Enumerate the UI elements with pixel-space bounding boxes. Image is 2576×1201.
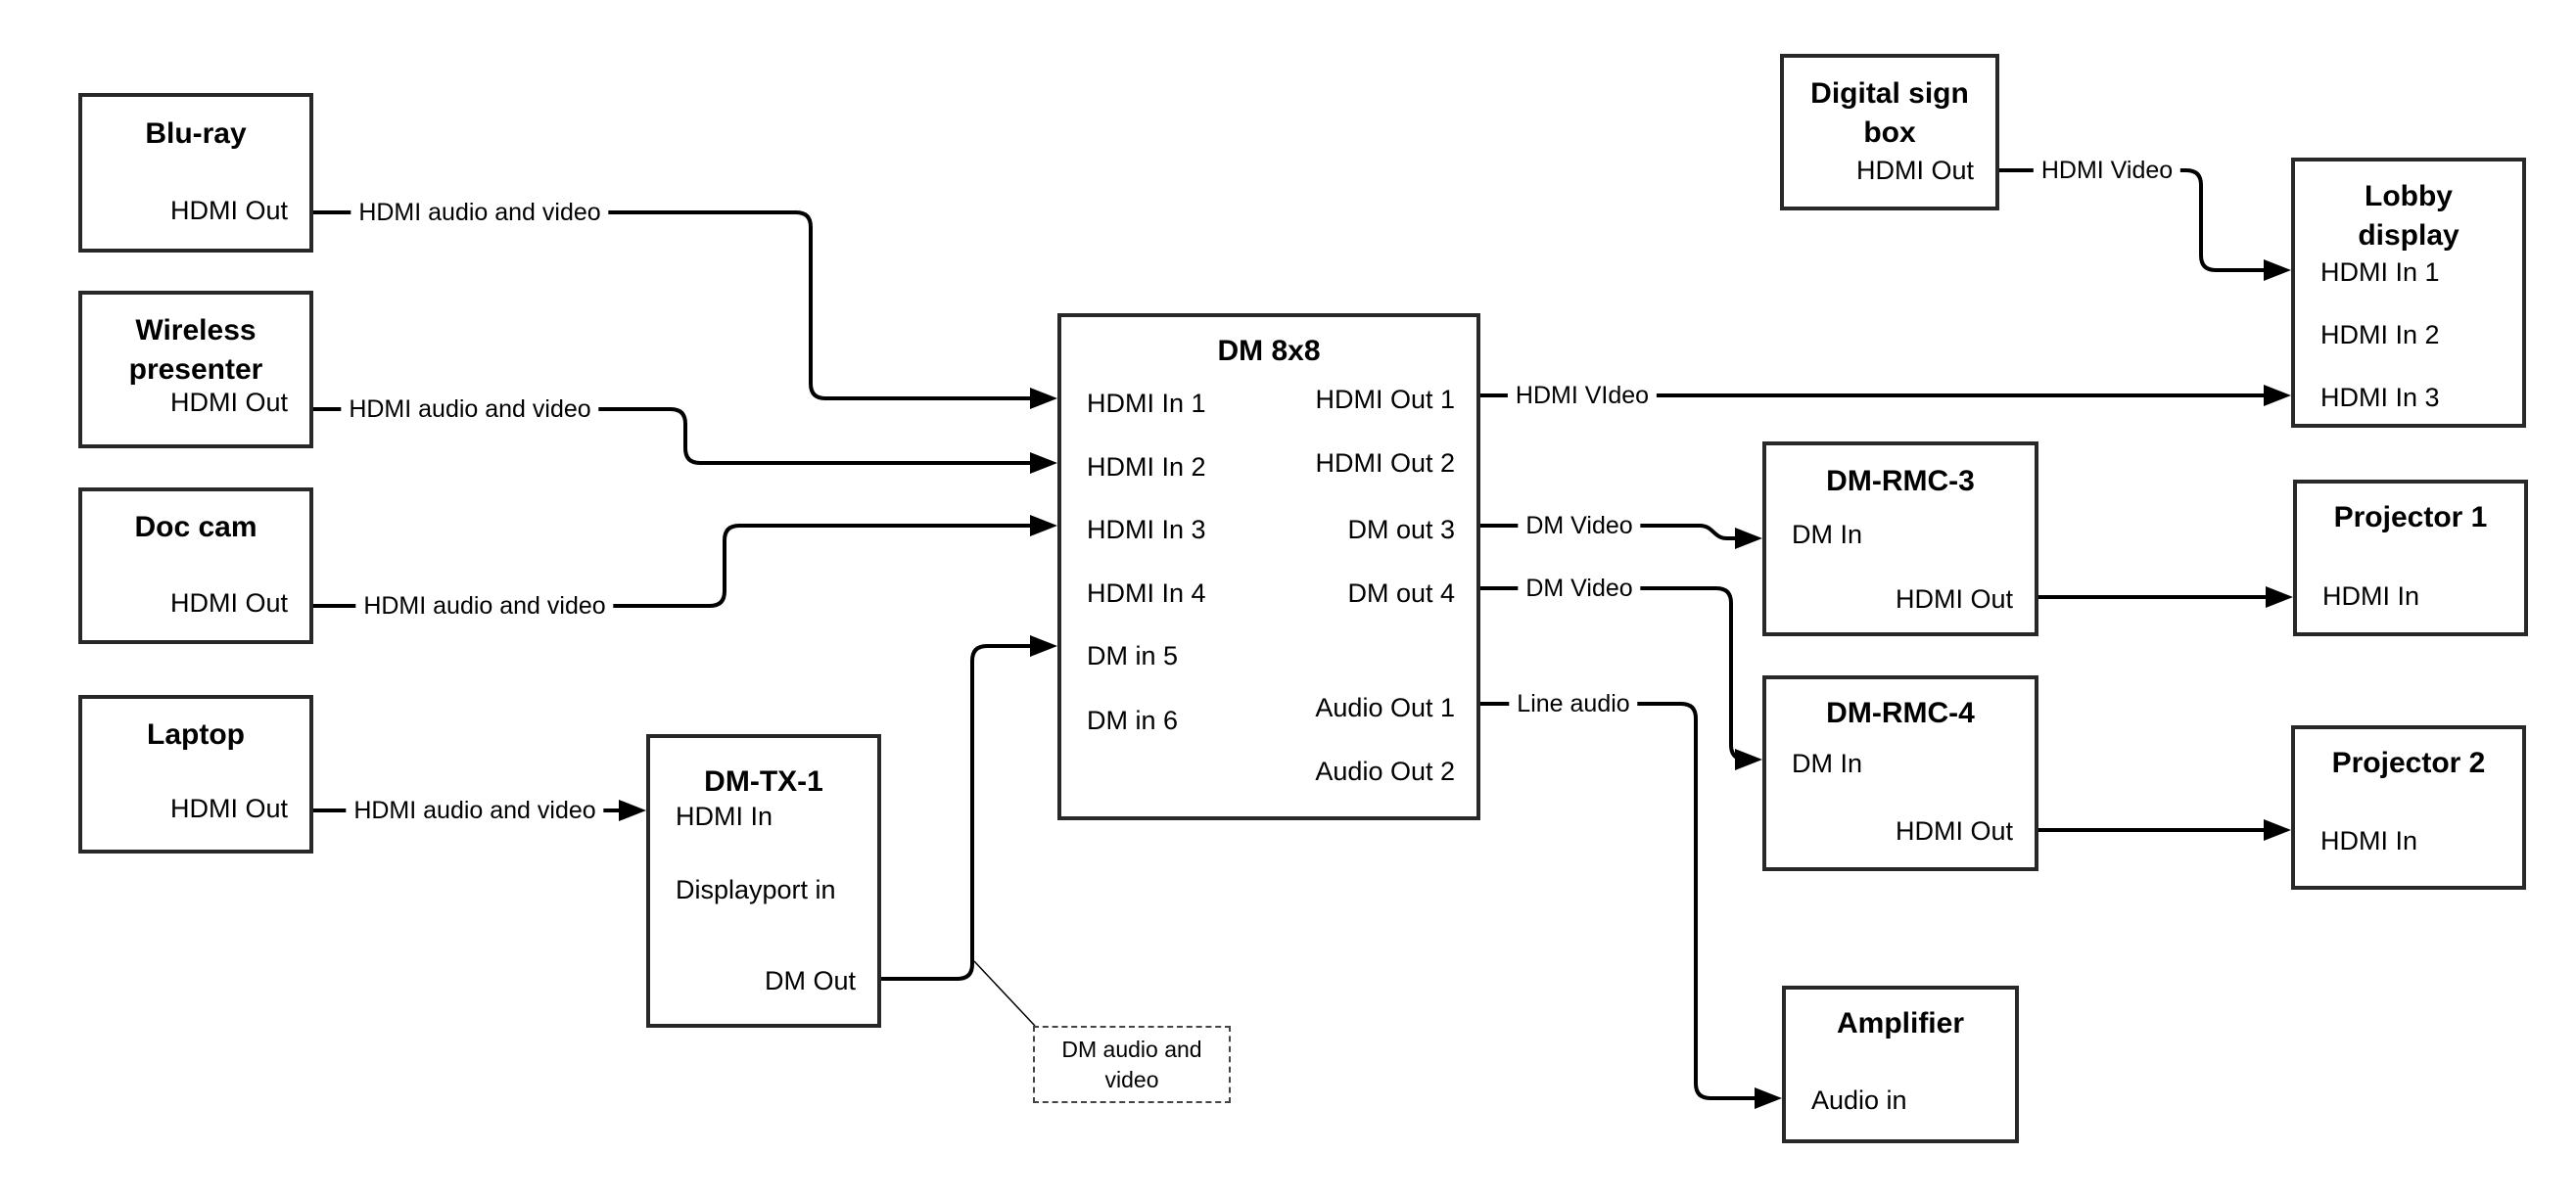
node-projector-2-port-hdmi-in: HDMI In — [2320, 826, 2418, 855]
node-lobby-display-port-hdmi-in-2: HDMI In 2 — [2320, 320, 2440, 349]
arrowhead-dmtx1-hdmi-in — [619, 800, 646, 821]
node-digital-sign-box-port-hdmi-out: HDMI Out — [1855, 156, 1974, 185]
node-bluray-port-hdmi-out: HDMI Out — [169, 196, 288, 225]
annotation-dm-audio-video-text: DM audio and video — [1061, 1036, 1202, 1092]
edge-dmout3-to-rmc3 — [1480, 524, 1741, 540]
edge-bluray-to-dm8x8 — [313, 210, 1036, 400]
edge-doccam-to-dm8x8 — [313, 524, 1036, 608]
arrowhead-rmc3-dm-in — [1735, 528, 1762, 549]
node-dm-8x8-port-dm-in-5: DM in 5 — [1087, 641, 1179, 670]
node-dm-8x8-port-audio-out-1: Audio Out 1 — [1315, 693, 1455, 722]
node-dm-8x8-port-hdmi-in-4: HDMI In 4 — [1087, 578, 1206, 608]
node-laptop: Laptop HDMI Out — [78, 695, 313, 854]
node-doc-cam: Doc cam HDMI Out — [78, 487, 313, 644]
node-dm-tx-1-port-dm-out: DM Out — [764, 966, 856, 995]
node-dm-8x8: DM 8x8 HDMI In 1 HDMI In 2 HDMI In 3 HDM… — [1057, 313, 1480, 820]
edge-wireless-to-dm8x8 — [313, 407, 1036, 465]
arrowhead-lobby-hdmi-in-3 — [2264, 385, 2291, 406]
node-projector-1: Projector 1 HDMI In — [2293, 480, 2528, 636]
edge-label-bluray-to-dm8x8: HDMI audio and video — [351, 198, 609, 227]
node-amplifier-port-audio-in: Audio in — [1811, 1086, 1907, 1115]
edge-label-audioout1-to-amp: Line audio — [1509, 689, 1638, 718]
arrowhead-proj2-hdmi-in — [2264, 819, 2291, 841]
node-dm-tx-1: DM-TX-1 HDMI In Displayport in DM Out — [646, 734, 881, 1028]
node-projector-2: Projector 2 HDMI In — [2291, 725, 2526, 890]
edge-label-doccam-to-dm8x8: HDMI audio and video — [355, 591, 614, 621]
node-dm-tx-1-port-hdmi-in: HDMI In — [676, 802, 773, 831]
arrowhead-rmc4-dm-in — [1735, 749, 1762, 770]
annotation-dm-audio-video: DM audio and video — [1033, 1026, 1231, 1103]
node-dm-8x8-port-dm-out-3: DM out 3 — [1347, 515, 1455, 544]
node-dm-rmc-4: DM-RMC-4 DM In HDMI Out — [1762, 675, 2038, 871]
node-projector-1-title: Projector 1 — [2333, 501, 2488, 533]
node-lobby-display: Lobby display HDMI In 1 HDMI In 2 HDMI I… — [2291, 158, 2526, 428]
edge-dmtx1-to-dm8x8 — [881, 644, 1036, 981]
node-doc-cam-port-hdmi-out: HDMI Out — [169, 588, 288, 618]
node-dm-8x8-port-hdmi-out-1: HDMI Out 1 — [1315, 385, 1455, 414]
node-dm-rmc-3: DM-RMC-3 DM In HDMI Out — [1762, 441, 2038, 636]
edge-label-wireless-to-dm8x8: HDMI audio and video — [341, 394, 599, 424]
node-dm-8x8-port-hdmi-in-1: HDMI In 1 — [1087, 389, 1206, 418]
arrowhead-dm8x8-hdmi-in-3 — [1030, 515, 1057, 536]
node-digital-sign-box-title: Digital sign box — [1810, 77, 1969, 149]
edge-label-dmout3-to-rmc3: DM Video — [1518, 511, 1641, 540]
node-laptop-title: Laptop — [147, 718, 245, 751]
node-wireless-presenter: Wireless presenter HDMI Out — [78, 291, 313, 448]
edge-label-hdmiout1-to-lobby: HDMI VIdeo — [1507, 381, 1658, 410]
node-dm-8x8-port-dm-in-6: DM in 6 — [1087, 706, 1179, 735]
arrowhead-proj1-hdmi-in — [2266, 586, 2293, 608]
node-amplifier: Amplifier Audio in — [1782, 986, 2019, 1143]
node-bluray-title: Blu-ray — [145, 117, 247, 150]
node-dm-rmc-4-port-dm-in: DM In — [1792, 749, 1863, 778]
arrowhead-amp-audio-in — [1755, 1087, 1782, 1109]
node-dm-tx-1-title: DM-TX-1 — [704, 765, 823, 798]
node-dm-rmc-3-port-dm-in: DM In — [1792, 520, 1863, 549]
node-dm-rmc-3-title: DM-RMC-3 — [1826, 465, 1975, 497]
annotation-leader-line — [973, 960, 1036, 1027]
edge-sign-to-lobby — [1999, 168, 2270, 272]
node-bluray: Blu-ray HDMI Out — [78, 93, 313, 253]
node-dm-tx-1-port-displayport-in: Displayport in — [676, 875, 836, 904]
edge-label-sign-to-lobby: HDMI Video — [2033, 156, 2181, 185]
node-dm-rmc-3-port-hdmi-out: HDMI Out — [1895, 584, 2013, 614]
node-digital-sign-box: Digital sign box HDMI Out — [1780, 54, 1999, 210]
node-laptop-port-hdmi-out: HDMI Out — [169, 794, 288, 823]
node-projector-2-title: Projector 2 — [2331, 747, 2486, 779]
node-lobby-display-port-hdmi-in-1: HDMI In 1 — [2320, 257, 2440, 287]
node-wireless-presenter-port-hdmi-out: HDMI Out — [169, 388, 288, 417]
node-dm-rmc-4-port-hdmi-out: HDMI Out — [1895, 816, 2013, 846]
edge-audioout1-to-amp — [1480, 702, 1760, 1100]
node-lobby-display-port-hdmi-in-3: HDMI In 3 — [2320, 383, 2440, 412]
edge-label-laptop-to-dmtx1: HDMI audio and video — [346, 796, 604, 825]
node-dm-rmc-4-title: DM-RMC-4 — [1826, 697, 1975, 729]
node-lobby-display-title: Lobby display — [2358, 180, 2459, 252]
arrowhead-dm8x8-hdmi-in-2 — [1030, 452, 1057, 474]
node-dm-8x8-port-hdmi-in-2: HDMI In 2 — [1087, 452, 1206, 482]
node-doc-cam-title: Doc cam — [134, 511, 258, 543]
node-dm-8x8-port-audio-out-2: Audio Out 2 — [1315, 757, 1455, 786]
node-dm-8x8-port-dm-out-4: DM out 4 — [1347, 578, 1455, 608]
edge-label-dmout4-to-rmc4: DM Video — [1518, 574, 1641, 603]
node-dm-8x8-port-hdmi-in-3: HDMI In 3 — [1087, 515, 1206, 544]
arrowhead-dm8x8-dm-in-5 — [1030, 635, 1057, 657]
node-dm-8x8-title: DM 8x8 — [1217, 335, 1321, 367]
node-wireless-presenter-title: Wireless presenter — [128, 314, 263, 386]
node-dm-8x8-port-hdmi-out-2: HDMI Out 2 — [1315, 448, 1455, 478]
arrowhead-dm8x8-hdmi-in-1 — [1030, 388, 1057, 409]
node-projector-1-port-hdmi-in: HDMI In — [2322, 581, 2420, 611]
edge-dmout4-to-rmc4 — [1480, 586, 1747, 762]
node-amplifier-title: Amplifier — [1836, 1007, 1965, 1039]
arrowhead-lobby-hdmi-in-1 — [2264, 259, 2291, 281]
